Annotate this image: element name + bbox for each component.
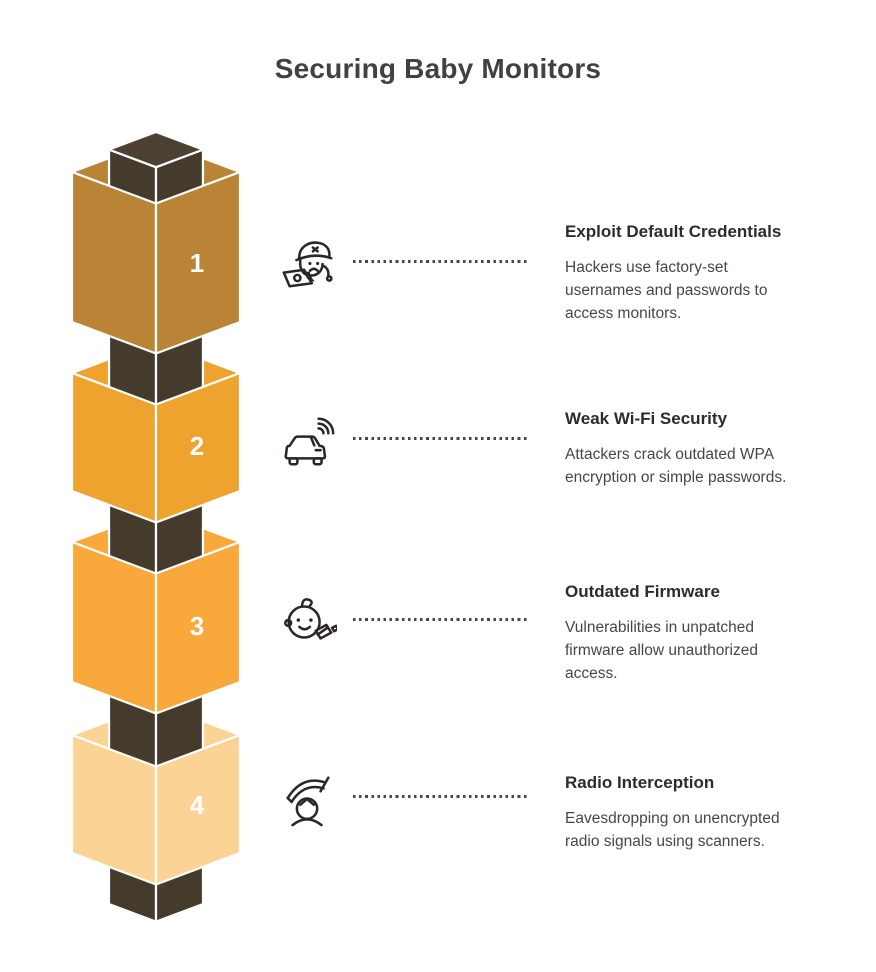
hacker-laptop-icon: [279, 234, 337, 292]
page-title: Securing Baby Monitors: [274, 53, 602, 84]
block-1-right-face: [154, 170, 242, 355]
dotted-leader: [353, 260, 528, 263]
step-description: Vulnerabilities in unpatched firmware al…: [565, 619, 758, 682]
step-description: Attackers crack outdated WPA encryption …: [565, 446, 787, 486]
car-wifi-icon: [279, 412, 337, 470]
block-1-left-face: [70, 170, 158, 355]
dotted-leader: [353, 437, 528, 440]
block-3-right-face: [154, 540, 242, 715]
step-heading: Weak Wi-Fi Security: [565, 409, 728, 428]
radio-listener-icon: [279, 770, 337, 828]
block-2-right-face: [154, 371, 242, 524]
block-number: 2: [190, 431, 204, 461]
step-heading: Exploit Default Credentials: [565, 222, 782, 241]
step-heading: Radio Interception: [565, 773, 715, 792]
block-number: 1: [190, 248, 204, 278]
core-column-top-face: [107, 130, 205, 169]
step-3-text: Outdated Firmware Vulnerabilities in unp…: [565, 581, 817, 685]
block-tower: 1 2 3 4: [70, 130, 242, 923]
step-description: Eavesdropping on unencrypted radio signa…: [565, 810, 780, 850]
block-number: 4: [190, 790, 205, 820]
dotted-leader: [353, 795, 528, 798]
step-1-text: Exploit Default Credentials Hackers use …: [565, 221, 817, 325]
step-2-text: Weak Wi-Fi Security Attackers crack outd…: [565, 408, 817, 489]
block-number: 3: [190, 611, 204, 641]
block-4-right-face: [154, 733, 242, 886]
step-heading: Outdated Firmware: [565, 582, 720, 601]
step-4-text: Radio Interception Eavesdropping on unen…: [565, 772, 817, 853]
step-description: Hackers use factory-set usernames and pa…: [565, 259, 768, 322]
dotted-leader: [353, 618, 528, 621]
baby-bottle-icon: [279, 593, 337, 651]
block-3-left-face: [70, 540, 158, 715]
